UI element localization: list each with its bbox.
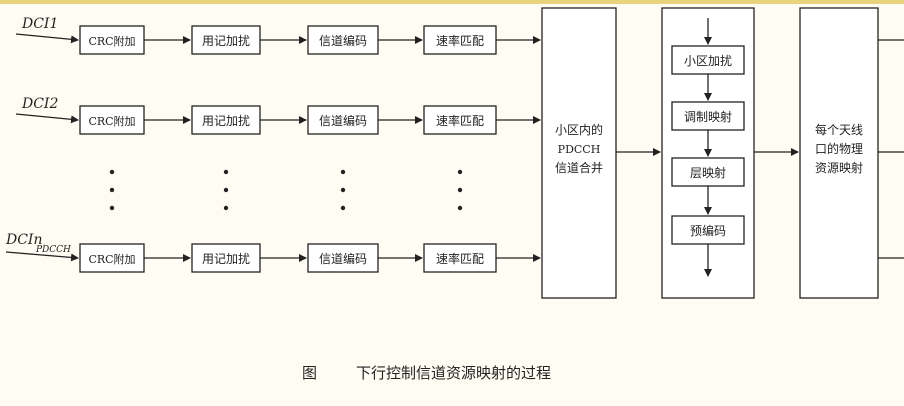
input-arrow-2 [15,113,79,124]
merge-line-1: 小区内的 [555,122,603,137]
input-label-dci1: DCI1 [21,16,58,32]
ellipsis-dots [109,169,463,211]
coding-box-2 [307,105,379,135]
scramble-label-2: 用记加扰 [202,114,250,128]
rate-label-2: 速率匹配 [436,113,484,128]
resource-line-3: 资源映射 [815,160,863,175]
mod-mapping-box [671,101,745,131]
rate-box-2 [423,105,497,135]
crc-label-n: CRC附加 [88,252,135,266]
crc-box-2 [79,105,145,135]
caption-title: 下行控制信道资源映射的过程 [356,364,551,382]
scramble-label-n: 用记加扰 [202,252,250,266]
coding-box-1 [307,25,379,55]
input-arrow-n [5,251,79,262]
mod-mapping-label: 调制映射 [684,109,732,124]
rate-label-n: 速率匹配 [436,251,484,266]
merge-line-2: PDCCH [558,143,601,156]
coding-label-n: 信道编码 [319,251,367,266]
caption-label: 图 [302,364,317,382]
coding-label-2: 信道编码 [319,113,367,128]
input-subscript-pdcch: PDCCH [35,245,71,255]
crc-label-2: CRC附加 [88,114,135,128]
coding-box-n [307,243,379,273]
rate-box-n [423,243,497,273]
precoding-label: 预编码 [690,223,726,238]
crc-box-n [79,243,145,273]
merge-line-3: 信道合并 [555,160,603,175]
input-label-dcin: DCIn [5,232,42,248]
cell-scramble-box [671,45,745,75]
resource-line-2: 口的物理 [815,141,863,156]
scramble-label-1: 用记加扰 [202,34,250,48]
layer-mapping-label: 层映射 [690,165,726,180]
resource-block [799,7,879,299]
resource-line-1: 每个天线 [815,122,863,137]
input-label-dci2: DCI2 [21,96,58,112]
input-arrow-1 [15,33,79,44]
rate-label-1: 速率匹配 [436,33,484,48]
cell-scramble-label: 小区加扰 [684,54,732,68]
layer-mapping-box [671,157,745,187]
coding-label-1: 信道编码 [319,33,367,48]
merge-block [541,7,617,299]
crc-label-1: CRC附加 [88,34,135,48]
crc-box-1 [79,25,145,55]
top-border [0,0,904,4]
rate-box-1 [423,25,497,55]
scramble-box-n [191,243,261,273]
scramble-box-1 [191,25,261,55]
